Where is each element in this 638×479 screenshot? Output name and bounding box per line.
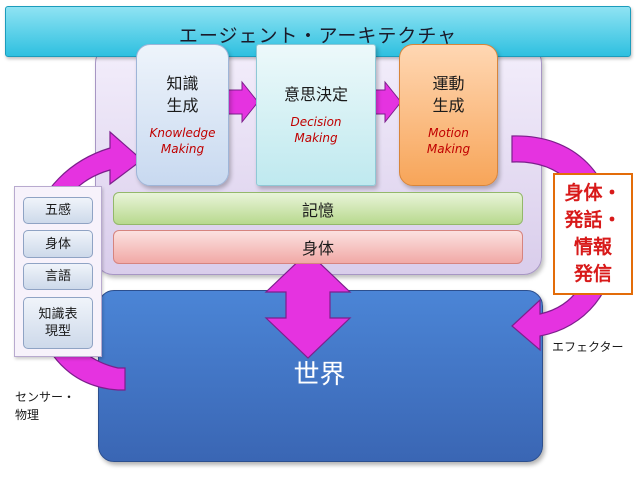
- motion-making-en: Motion Making: [426, 126, 471, 156]
- diagram-title: エージェント・アーキテクチャ: [178, 25, 458, 47]
- body-bar: 身体: [113, 230, 523, 264]
- motion-making-jp: 運動 生成: [432, 74, 465, 115]
- knowledge-to-decision-arrow: [227, 80, 259, 124]
- knowledge-making-box: 知識 生成 Knowledge Making: [136, 44, 229, 186]
- output-text: 身体・ 発話・ 情報 発信: [564, 182, 622, 285]
- sensor-item: 言語: [23, 263, 93, 290]
- output-box: 身体・ 発話・ 情報 発信: [553, 173, 633, 295]
- body-world-double-arrow: [264, 251, 352, 359]
- sensor-item: 五感: [23, 197, 93, 224]
- decision-making-en: Decision Making: [290, 115, 342, 145]
- knowledge-making-en: Knowledge Making: [149, 126, 216, 156]
- knowledge-making-jp: 知識 生成: [166, 74, 199, 115]
- sensor-label: センサー・ 物理: [15, 390, 76, 422]
- decision-making-jp: 意思決定: [283, 85, 348, 104]
- sensor-item: 身体: [23, 230, 93, 258]
- decision-making-box: 意思決定 Decision Making: [256, 44, 376, 186]
- motion-making-box: 運動 生成 Motion Making: [399, 44, 498, 186]
- sensor-item: 知識表 現型: [23, 297, 93, 349]
- effector-label: エフェクター: [552, 340, 624, 354]
- world-label: 世界: [293, 359, 346, 390]
- memory-bar: 記憶: [113, 192, 523, 225]
